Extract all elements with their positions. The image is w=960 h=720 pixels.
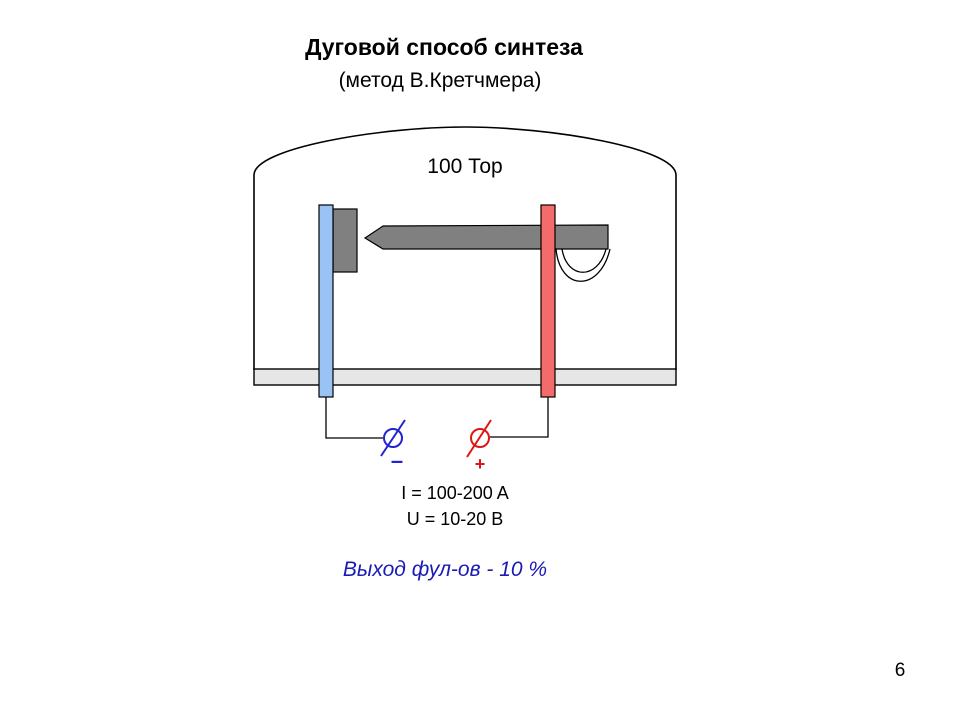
spring-clip xyxy=(555,248,611,282)
graphite-block xyxy=(332,208,358,273)
positive-terminal-icon xyxy=(466,419,492,458)
anode-electrode xyxy=(540,204,556,398)
negative-sign: – xyxy=(391,448,403,473)
base-plate xyxy=(253,368,677,386)
cathode-electrode xyxy=(318,204,334,398)
vacuum-chamber xyxy=(253,126,677,370)
pressure-label: 100 Тор xyxy=(427,155,503,178)
current-label: I = 100-200 A xyxy=(401,483,509,503)
yield-label: Выход фул-ов - 10 % xyxy=(342,558,548,581)
positive-sign: + xyxy=(475,454,486,474)
positive-wire xyxy=(490,397,549,438)
negative-terminal-icon xyxy=(380,419,406,457)
graphite-rod xyxy=(363,224,609,250)
voltage-label: U = 10-20 B xyxy=(406,509,504,529)
slide-title: Дуговой способ синтеза xyxy=(305,34,583,60)
page-number: 6 xyxy=(894,660,906,681)
negative-wire xyxy=(325,397,383,439)
slide-subtitle: (метод В.Кретчмера) xyxy=(338,69,542,92)
